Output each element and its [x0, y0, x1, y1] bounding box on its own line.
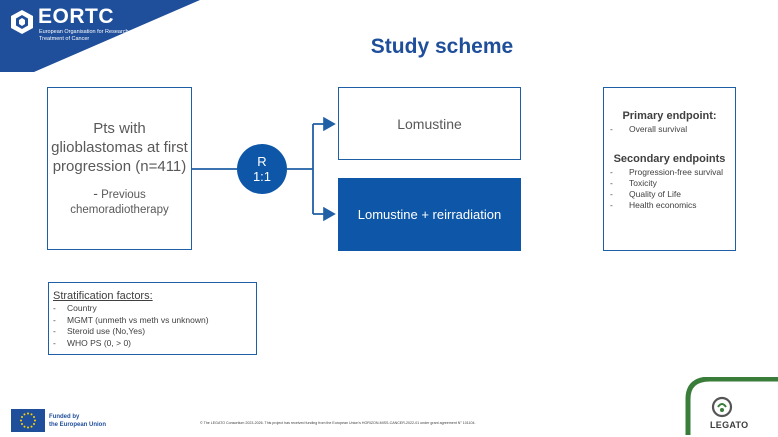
funding-line-2: the European Union — [49, 421, 106, 428]
funding-line-1: Funded by — [49, 414, 80, 420]
secondary-endpoints-heading: Secondary endpoints — [613, 153, 726, 165]
secondary-endpoint-list: Progression-free survival Toxicity Quali… — [610, 167, 735, 211]
arm-label: Lomustine + reirradiation — [357, 207, 502, 222]
list-item: Toxicity — [610, 178, 735, 189]
list-item: Progression-free survival — [610, 167, 735, 178]
list-item: WHO PS (0, > 0) — [53, 338, 256, 350]
stratification-list: Country MGMT (unmeth vs meth vs unknown)… — [53, 303, 256, 349]
criterion-bullet: - — [93, 185, 98, 201]
primary-endpoint-heading: Primary endpoint: — [622, 110, 717, 122]
stratification-heading: Stratification factors: — [53, 290, 153, 302]
legato-arch-icon — [685, 377, 778, 435]
eu-flag-icon — [11, 409, 45, 432]
brand-name: EORTC — [38, 5, 114, 28]
arm-label: Lomustine — [397, 115, 462, 132]
legato-wordmark: LEGATO — [710, 420, 749, 430]
list-item: Overall survival — [610, 124, 735, 135]
list-item: MGMT (unmeth vs meth vs unknown) — [53, 315, 256, 327]
list-item: Health economics — [610, 200, 735, 211]
population-criterion-line: - Previous chemoradiotherapy — [48, 186, 191, 218]
population-text: Pts with glioblastomas at first progress… — [51, 120, 188, 175]
population-criterion: Previous chemoradiotherapy — [70, 189, 169, 216]
brand-banner — [0, 0, 200, 72]
list-item: Country — [53, 303, 256, 315]
list-item: Steroid use (No,Yes) — [53, 326, 256, 338]
randomization-node: R 1:1 — [237, 144, 287, 194]
arm-lomustine-reirradiation: Lomustine + reirradiation — [338, 178, 521, 251]
randomization-ratio: 1:1 — [252, 169, 272, 184]
stratification-box: Stratification factors: Country MGMT (un… — [48, 282, 257, 355]
randomization-letter: R — [257, 154, 267, 169]
brand-subtitle: European Organisation for Research and T… — [39, 29, 140, 42]
population-box: Pts with glioblastomas at first progress… — [47, 87, 192, 250]
list-item: Quality of Life — [610, 189, 735, 200]
endpoints-box: Primary endpoint: Overall survival Secon… — [603, 87, 736, 251]
eortc-cube-icon — [11, 10, 33, 34]
page-title: Study scheme — [370, 35, 514, 58]
primary-endpoint-list: Overall survival — [610, 124, 735, 135]
footer-note: © The LEGATO Consortium 2023-2026. This … — [200, 421, 476, 425]
arm-lomustine: Lomustine — [338, 87, 521, 160]
funding-label: Funded by the European Union — [49, 414, 106, 429]
